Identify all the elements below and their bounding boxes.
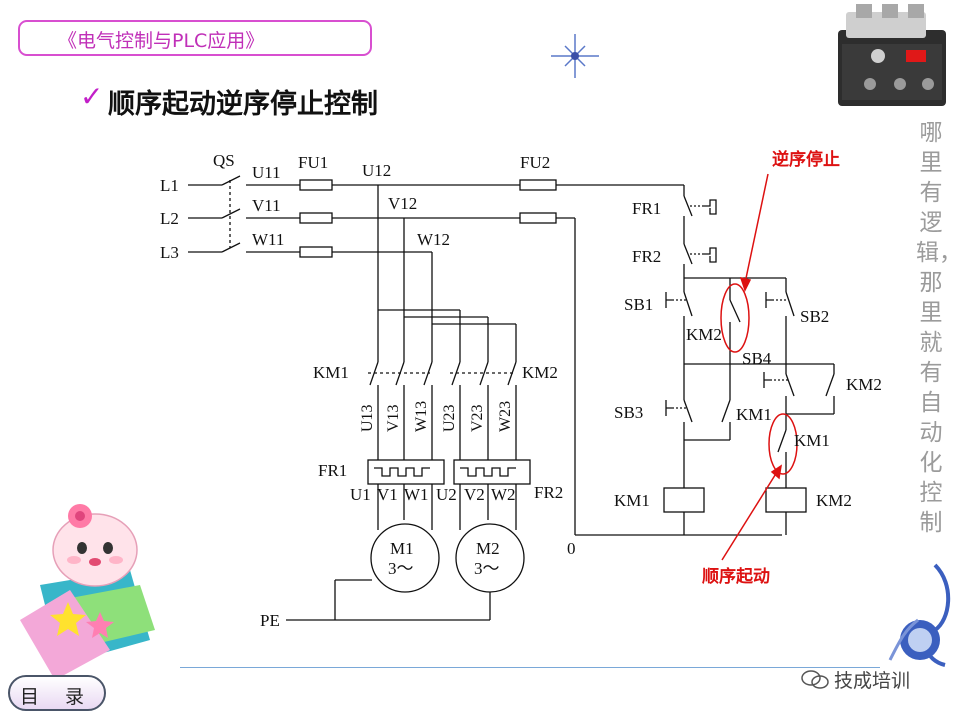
terminal-w2: W2 [491, 485, 516, 504]
node-w23: W23 [497, 401, 514, 432]
motor-m2-phase: 3～ [474, 559, 500, 578]
overload-label-fr1: FR1 [318, 461, 347, 480]
reverse-stop-annotation: 逆序停止 [772, 149, 840, 170]
footer-divider [180, 667, 880, 668]
switch-label: QS [213, 151, 235, 170]
control-sb1-label: SB1 [624, 295, 653, 314]
line-label-l3: L3 [160, 243, 179, 262]
watermark-text: 技成培训 [834, 670, 911, 692]
table-of-contents-label: 目 录 [19, 686, 95, 708]
control-sb4-label: SB4 [742, 349, 772, 368]
course-title-frame [18, 20, 372, 56]
terminal-v2: V2 [464, 485, 485, 504]
node-v12: V12 [388, 194, 417, 213]
table-of-contents-button[interactable]: 目 录 [8, 675, 106, 711]
sequential-start-annotation: 顺序起动 [702, 566, 770, 587]
terminal-u2: U2 [436, 485, 457, 504]
node-v11: V11 [252, 196, 281, 215]
fuse-control-label: FU2 [520, 153, 550, 172]
check-icon: ✓ [80, 80, 104, 113]
motor-m1-phase: 3～ [388, 559, 414, 578]
course-title: 《电气控制与PLC应用》 [58, 30, 265, 52]
common-node-label: 0 [567, 539, 576, 558]
ground-label: PE [260, 611, 280, 630]
slide-title: 顺序起动逆序停止控制 [108, 89, 378, 120]
line-label-l1: L1 [160, 176, 179, 195]
control-km1-hold-label: KM1 [736, 405, 772, 424]
control-km2-coil-label: KM2 [816, 491, 852, 510]
node-w12: W12 [417, 230, 450, 249]
control-km1-coil-label: KM1 [614, 491, 650, 510]
line-label-l2: L2 [160, 209, 179, 228]
node-w11: W11 [252, 230, 284, 249]
control-km2-aux-label: KM2 [686, 325, 722, 344]
motor-m1-name: M1 [390, 539, 414, 558]
node-u11: U11 [252, 163, 281, 182]
control-km1-interlock-label: KM1 [794, 431, 830, 450]
terminal-u1: U1 [350, 485, 371, 504]
motor-m2-name: M2 [476, 539, 500, 558]
node-u13: U13 [359, 404, 376, 432]
contactor-label-km1: KM1 [313, 363, 349, 382]
node-v23: V23 [469, 404, 486, 432]
contactor-label-km2: KM2 [522, 363, 558, 382]
node-u23: U23 [441, 404, 458, 432]
control-km2-hold-label: KM2 [846, 375, 882, 394]
terminal-w1: W1 [404, 485, 429, 504]
control-sb2-label: SB2 [800, 307, 829, 326]
node-w13: W13 [413, 401, 430, 432]
control-fr1-label: FR1 [632, 199, 661, 218]
node-v13: V13 [385, 404, 402, 432]
control-fr2-label: FR2 [632, 247, 661, 266]
terminal-v1: V1 [377, 485, 398, 504]
fuse-main-label: FU1 [298, 153, 328, 172]
node-u12: U12 [362, 161, 391, 180]
wechat-icon [801, 670, 829, 689]
control-sb3-label: SB3 [614, 403, 643, 422]
side-caption: 哪里有逻辑，那里就有自动化控制 [916, 120, 960, 536]
overload-label-fr2: FR2 [534, 483, 563, 502]
